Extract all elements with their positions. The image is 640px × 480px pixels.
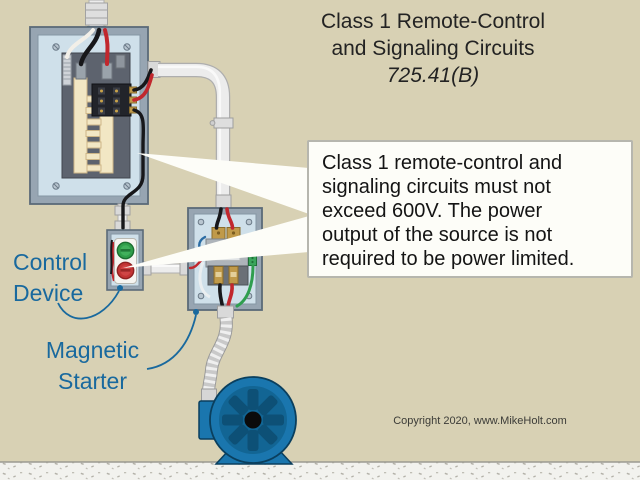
page-title: Class 1 Remote-Control and Signaling Cir… [248,8,618,89]
callout-line: output of the source is not [322,224,553,246]
motor [198,376,297,465]
fan-hub [244,411,262,429]
conduit-connector [215,194,232,209]
motor-fan-housing [209,376,297,464]
magnetic-starter-leader [146,314,197,370]
start-button [116,241,135,260]
title-line-2: and Signaling Circuits [331,37,535,60]
red-wire [111,241,116,282]
floor [0,461,640,480]
conduit-coupling [213,117,234,129]
black-wire [132,68,153,92]
emt-conduit-run [147,61,234,209]
copyright-text: Copyright 2020, www.MikeHolt.com [393,415,567,427]
control-device-leader [57,290,120,320]
control-to-starter-conduit [140,261,191,276]
title-line-1: Class 1 Remote-Control [320,10,546,33]
control-circuit-wire [121,108,146,230]
callout-line: required to be power limited. [322,248,575,270]
red-wire [132,73,154,102]
control-device-box [106,229,144,291]
black-wire [214,207,223,230]
callout-line: Class 1 remote-control and [322,152,563,174]
callout-line: exceed 600V. The power [322,200,543,222]
callout-tail-lower [123,216,309,268]
black-wire [110,239,113,275]
ground-wire [235,264,255,308]
red-wire [225,207,235,230]
leader-lines [57,285,199,370]
control-device-label: Control Device [13,249,88,306]
panel-bracket [115,54,126,69]
callout-box: Class 1 remote-control and signaling cir… [307,140,633,278]
white-wire [65,28,95,59]
panel-wires [65,27,154,230]
black-wire [217,283,225,309]
main-breaker [91,83,137,117]
callout-line: signaling circuits must not [322,176,551,198]
callout-tail-upper [137,153,309,214]
spare-wire [198,261,211,299]
red-wire [226,283,234,309]
flex-connector [217,305,234,319]
callout-tails [123,153,309,268]
black-wire [78,27,102,67]
code-reference: 725.41(B) [386,64,480,87]
red-wire [103,28,110,66]
panel-screws [52,43,131,190]
neutral-bar [62,54,72,86]
service-conduit [85,0,108,31]
magnetic-starter-label: Magnetic Starter [45,337,140,394]
service-panel [29,26,149,205]
fan-blades [222,389,284,451]
flex-conduit [201,305,234,403]
